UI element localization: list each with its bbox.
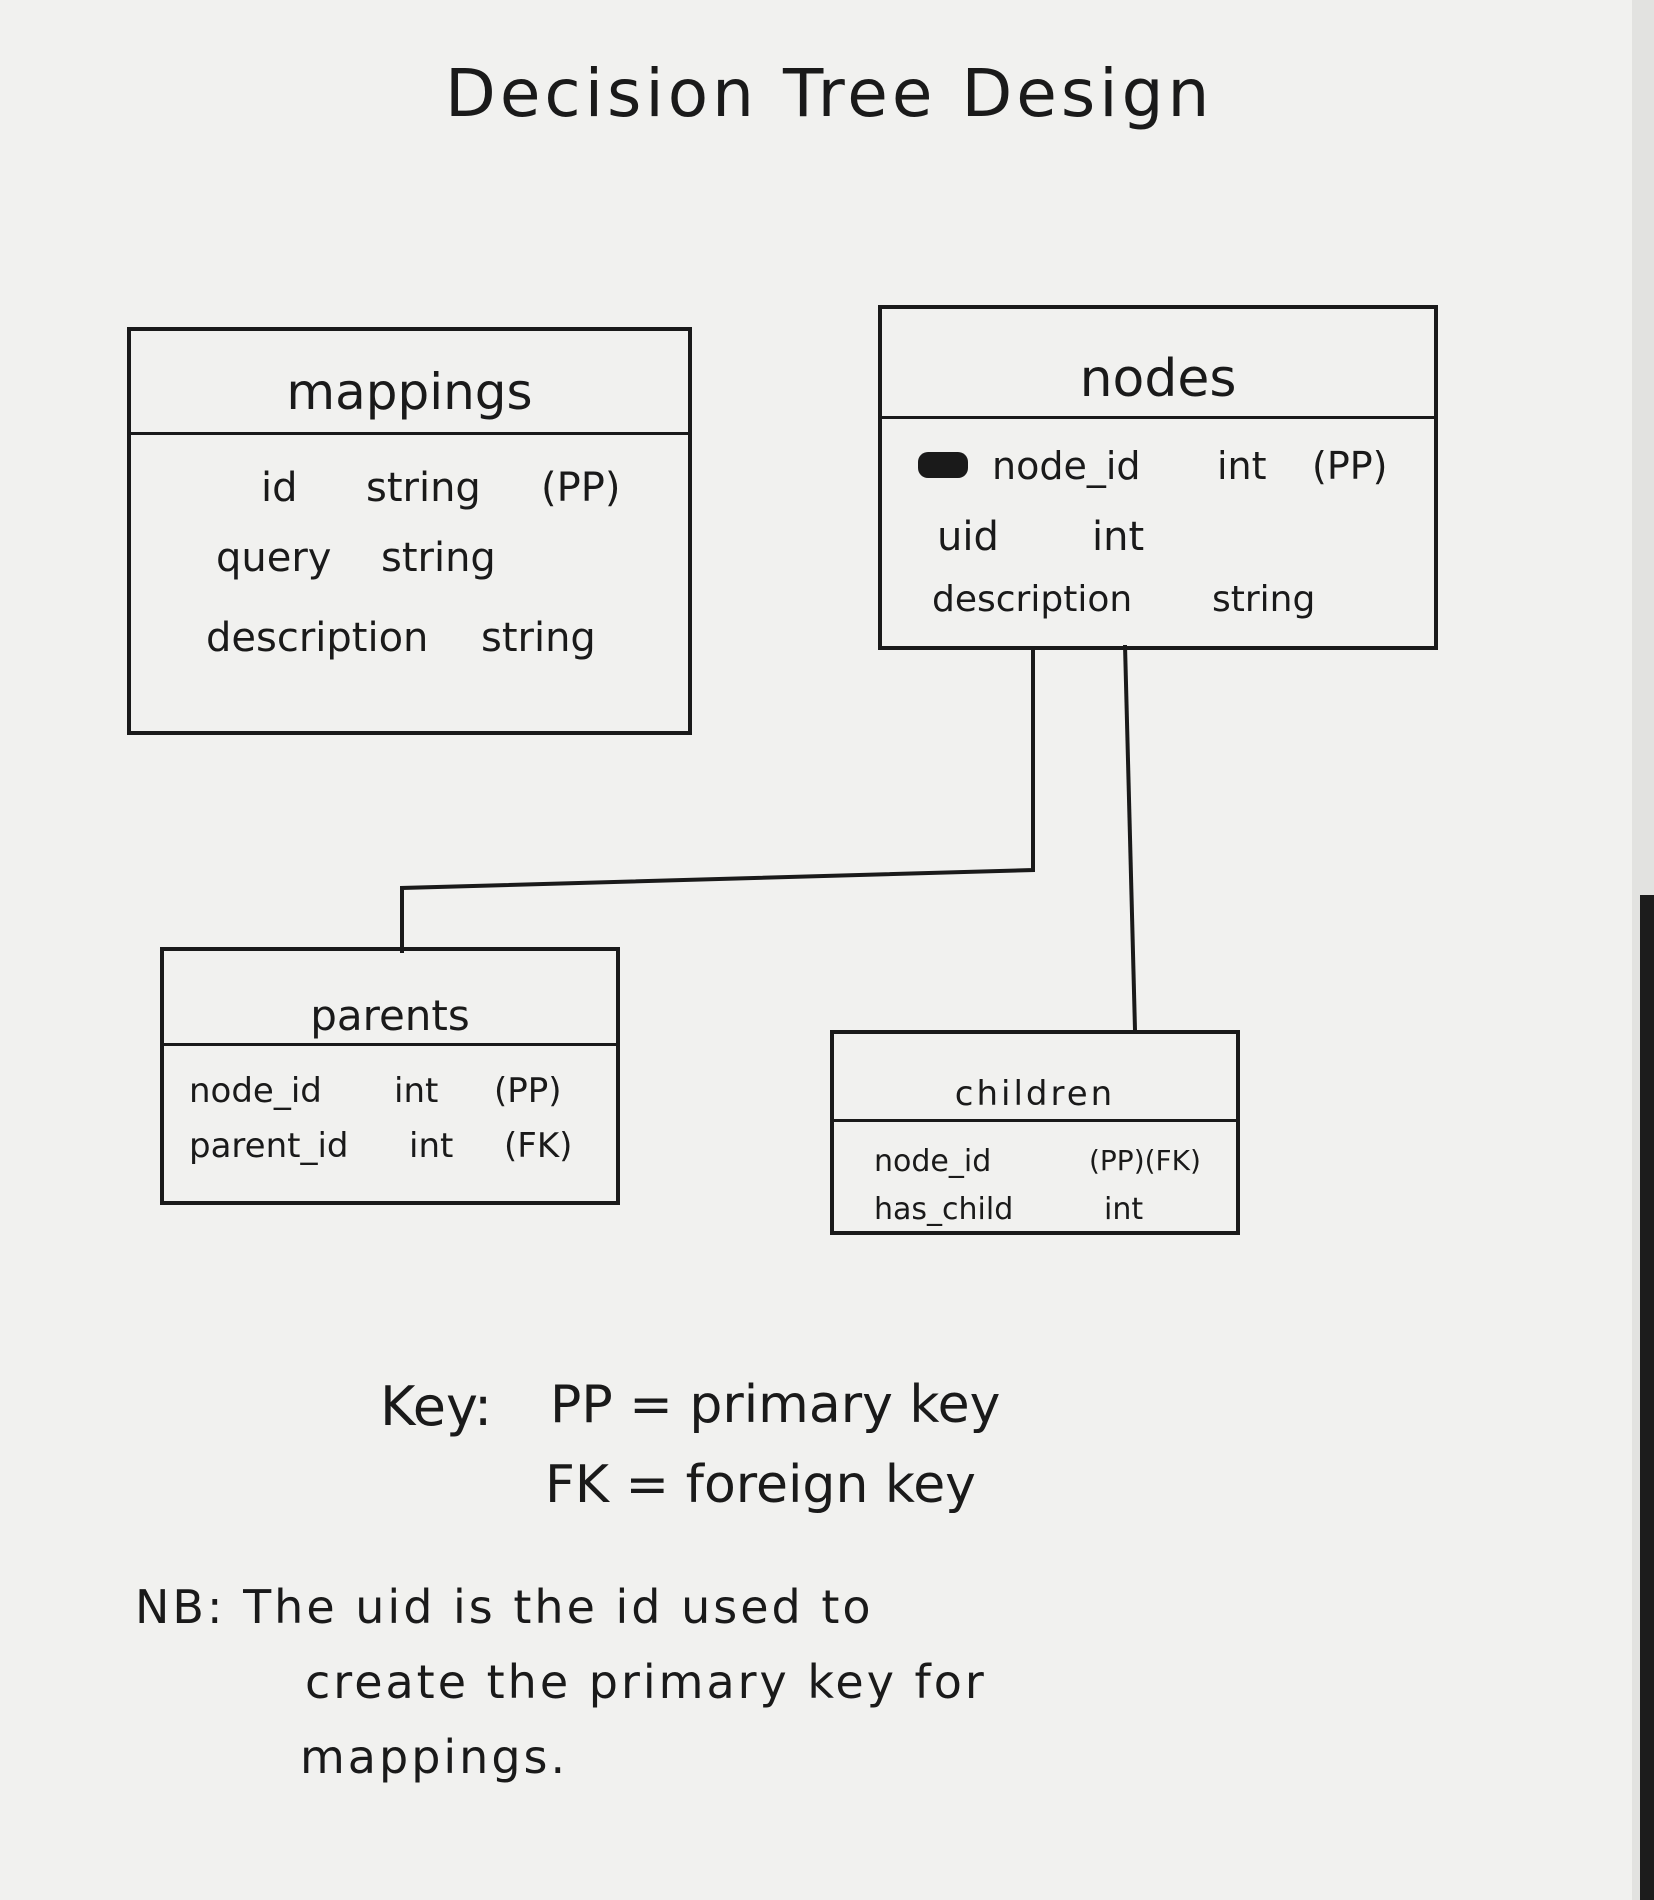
field-name: has_child [874,1192,1014,1227]
table-header: children [834,1034,1236,1122]
field-name: description [206,615,429,661]
table-name: children [954,1074,1116,1114]
field-name: node_id [992,444,1141,488]
field-type: int [1092,514,1145,560]
table-mappings: mappings id string (PP) query string des… [127,327,692,735]
background-edge [1640,895,1654,1900]
nodes-parents-connector [400,650,1035,953]
table-name: mappings [286,363,533,421]
field-key: (PP) [1312,444,1388,488]
diagram-title: Decision Tree Design [445,55,1214,132]
table-header: mappings [131,331,688,435]
table-nodes: nodes node_id int (PP) uid int descripti… [878,305,1438,650]
field-key: (PP) [541,465,621,511]
field-type: string [481,615,596,661]
legend-primary-key: PP = primary key [550,1375,1001,1435]
field-type: int [1217,444,1267,488]
field-type: int [394,1071,439,1111]
field-type: string [381,535,496,581]
note-line: mappings. [300,1730,569,1784]
field-name: id [261,465,298,511]
field-key: (PP)(FK) [1089,1144,1201,1177]
note-line: NB: The uid is the id used to [135,1580,874,1634]
nodes-children-connector [1123,644,1137,1031]
field-name: node_id [189,1071,322,1111]
field-name: description [932,579,1133,620]
field-name: query [216,535,332,581]
table-children: children node_id (PP)(FK) has_child int [830,1030,1240,1235]
field-type: int [409,1126,454,1166]
field-type: int [1104,1192,1144,1227]
field-type: string [1212,579,1316,620]
field-name: uid [937,514,999,560]
field-name: parent_id [189,1126,349,1166]
table-name: parents [310,991,470,1040]
legend-label: Key: [380,1375,493,1438]
field-name: node_id [874,1144,992,1179]
note-line: create the primary key for [305,1655,987,1709]
scribble-mark [918,452,968,478]
table-parents: parents node_id int (PP) parent_id int (… [160,947,620,1205]
field-key: (FK) [504,1126,573,1166]
field-key: (PP) [494,1071,562,1111]
table-header: nodes [882,309,1434,419]
table-name: nodes [1079,349,1237,409]
field-type: string [366,465,481,511]
table-header: parents [164,951,616,1046]
legend-foreign-key: FK = foreign key [545,1455,976,1515]
